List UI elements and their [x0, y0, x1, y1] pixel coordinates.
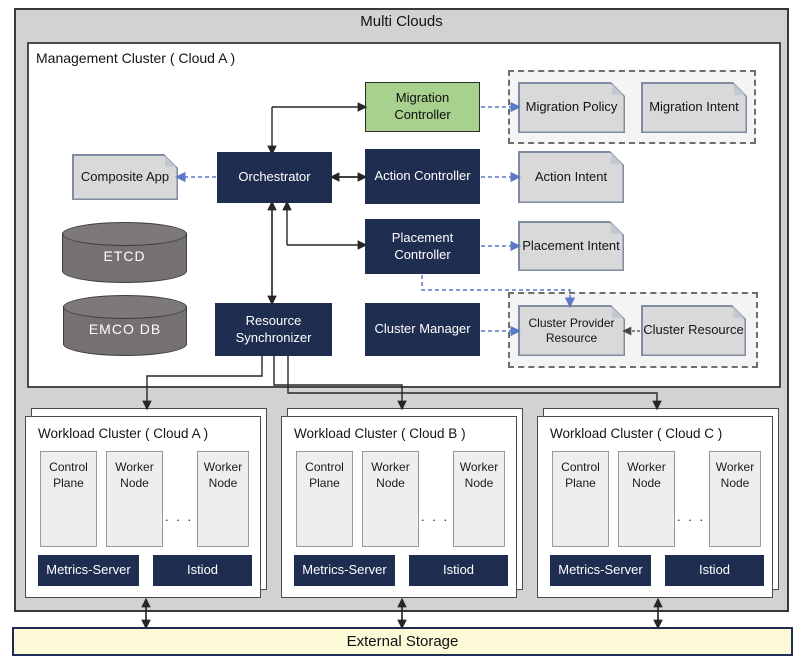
emco-db-label: EMCO DB	[88, 320, 162, 337]
control-plane-node: Control Plane	[40, 451, 97, 547]
doc-shape	[520, 307, 624, 355]
folded-corner	[611, 223, 622, 234]
istiod-node: Istiod	[409, 555, 508, 586]
action-intent-label: Action Intent	[534, 168, 608, 184]
doc-shape	[520, 84, 624, 132]
workload-cluster-c: Workload Cluster ( Cloud C ) Control Pla…	[537, 416, 773, 598]
folded-corner	[611, 153, 622, 164]
orchestrator-label: Orchestrator	[238, 169, 311, 185]
ellipsis: . . .	[677, 509, 706, 524]
action-intent-doc: Action Intent	[518, 151, 624, 203]
migration-controller-node: Migration Controller	[365, 82, 480, 132]
workload-cluster-a: Workload Cluster ( Cloud A ) Control Pla…	[25, 416, 261, 598]
folded-corner	[733, 307, 744, 318]
worker-node: Worker Node	[197, 451, 249, 547]
migration-policy-label: Migration Policy	[525, 99, 618, 115]
workload-cluster-a-title: Workload Cluster ( Cloud A )	[38, 426, 209, 441]
placement-intent-label: Placement Intent	[522, 237, 620, 253]
migration-intent-doc: Migration Intent	[641, 82, 747, 133]
placement-controller-node: Placement Controller	[365, 219, 480, 274]
orchestrator-node: Orchestrator	[217, 152, 332, 203]
migration-intent-label: Migration Intent	[649, 99, 739, 115]
workload-cluster-b: Workload Cluster ( Cloud B ) Control Pla…	[281, 416, 517, 598]
action-controller-node: Action Controller	[365, 149, 480, 204]
istiod-node: Istiod	[153, 555, 252, 586]
placement-intent-doc: Placement Intent	[518, 221, 624, 271]
placement-controller-label: Placement Controller	[391, 229, 454, 262]
control-plane-node: Control Plane	[552, 451, 609, 547]
metrics-server-node: Metrics-Server	[38, 555, 139, 586]
cluster-provider-resource-label: Cluster Provider Resource	[528, 315, 615, 345]
migration-policy-doc: Migration Policy	[518, 82, 625, 133]
resource-synchronizer-label: Resource Synchronizer	[235, 312, 312, 345]
cylinder-shape	[62, 222, 187, 246]
cluster-manager-node: Cluster Manager	[365, 303, 480, 356]
worker-node: Worker Node	[709, 451, 761, 547]
doc-shape	[643, 84, 746, 132]
folded-corner	[612, 84, 623, 95]
action-controller-label: Action Controller	[374, 168, 471, 184]
worker-node: Worker Node	[618, 451, 675, 547]
worker-node: Worker Node	[106, 451, 163, 547]
etcd-label: ETCD	[103, 247, 146, 264]
ellipsis: . . .	[165, 509, 194, 524]
doc-shape	[520, 223, 623, 270]
workload-cluster-b-title: Workload Cluster ( Cloud B )	[294, 426, 466, 441]
workload-cluster-c-title: Workload Cluster ( Cloud C )	[550, 426, 723, 441]
composite-app-doc: Composite App	[72, 154, 178, 200]
external-storage-label: External Storage	[346, 633, 459, 650]
composite-app-label: Composite App	[80, 168, 170, 184]
metrics-server-node: Metrics-Server	[294, 555, 395, 586]
worker-node: Worker Node	[362, 451, 419, 547]
worker-node: Worker Node	[453, 451, 505, 547]
management-cluster-title: Management Cluster ( Cloud A )	[36, 50, 236, 66]
ellipsis: . . .	[421, 509, 450, 524]
folded-corner	[165, 156, 176, 167]
migration-controller-label: Migration Controller	[394, 90, 451, 122]
folded-corner	[612, 307, 623, 318]
doc-shape	[520, 153, 623, 202]
diagram-title: Multi Clouds	[360, 13, 443, 30]
folded-corner	[734, 84, 745, 95]
doc-shape	[74, 156, 177, 199]
emco-db-cylinder: EMCO DB	[63, 295, 187, 356]
doc-shape	[643, 307, 745, 355]
istiod-node: Istiod	[665, 555, 764, 586]
cluster-resource-label: Cluster Resource	[643, 322, 744, 338]
cluster-manager-label: Cluster Manager	[374, 321, 471, 337]
external-storage-bar: External Storage	[12, 627, 793, 656]
control-plane-node: Control Plane	[296, 451, 353, 547]
cluster-provider-resource-doc: Cluster Provider Resource	[518, 305, 625, 356]
resource-synchronizer-node: Resource Synchronizer	[215, 303, 332, 356]
cluster-resource-doc: Cluster Resource	[641, 305, 746, 356]
etcd-cylinder: ETCD	[62, 222, 187, 283]
cylinder-shape	[63, 295, 187, 319]
metrics-server-node: Metrics-Server	[550, 555, 651, 586]
